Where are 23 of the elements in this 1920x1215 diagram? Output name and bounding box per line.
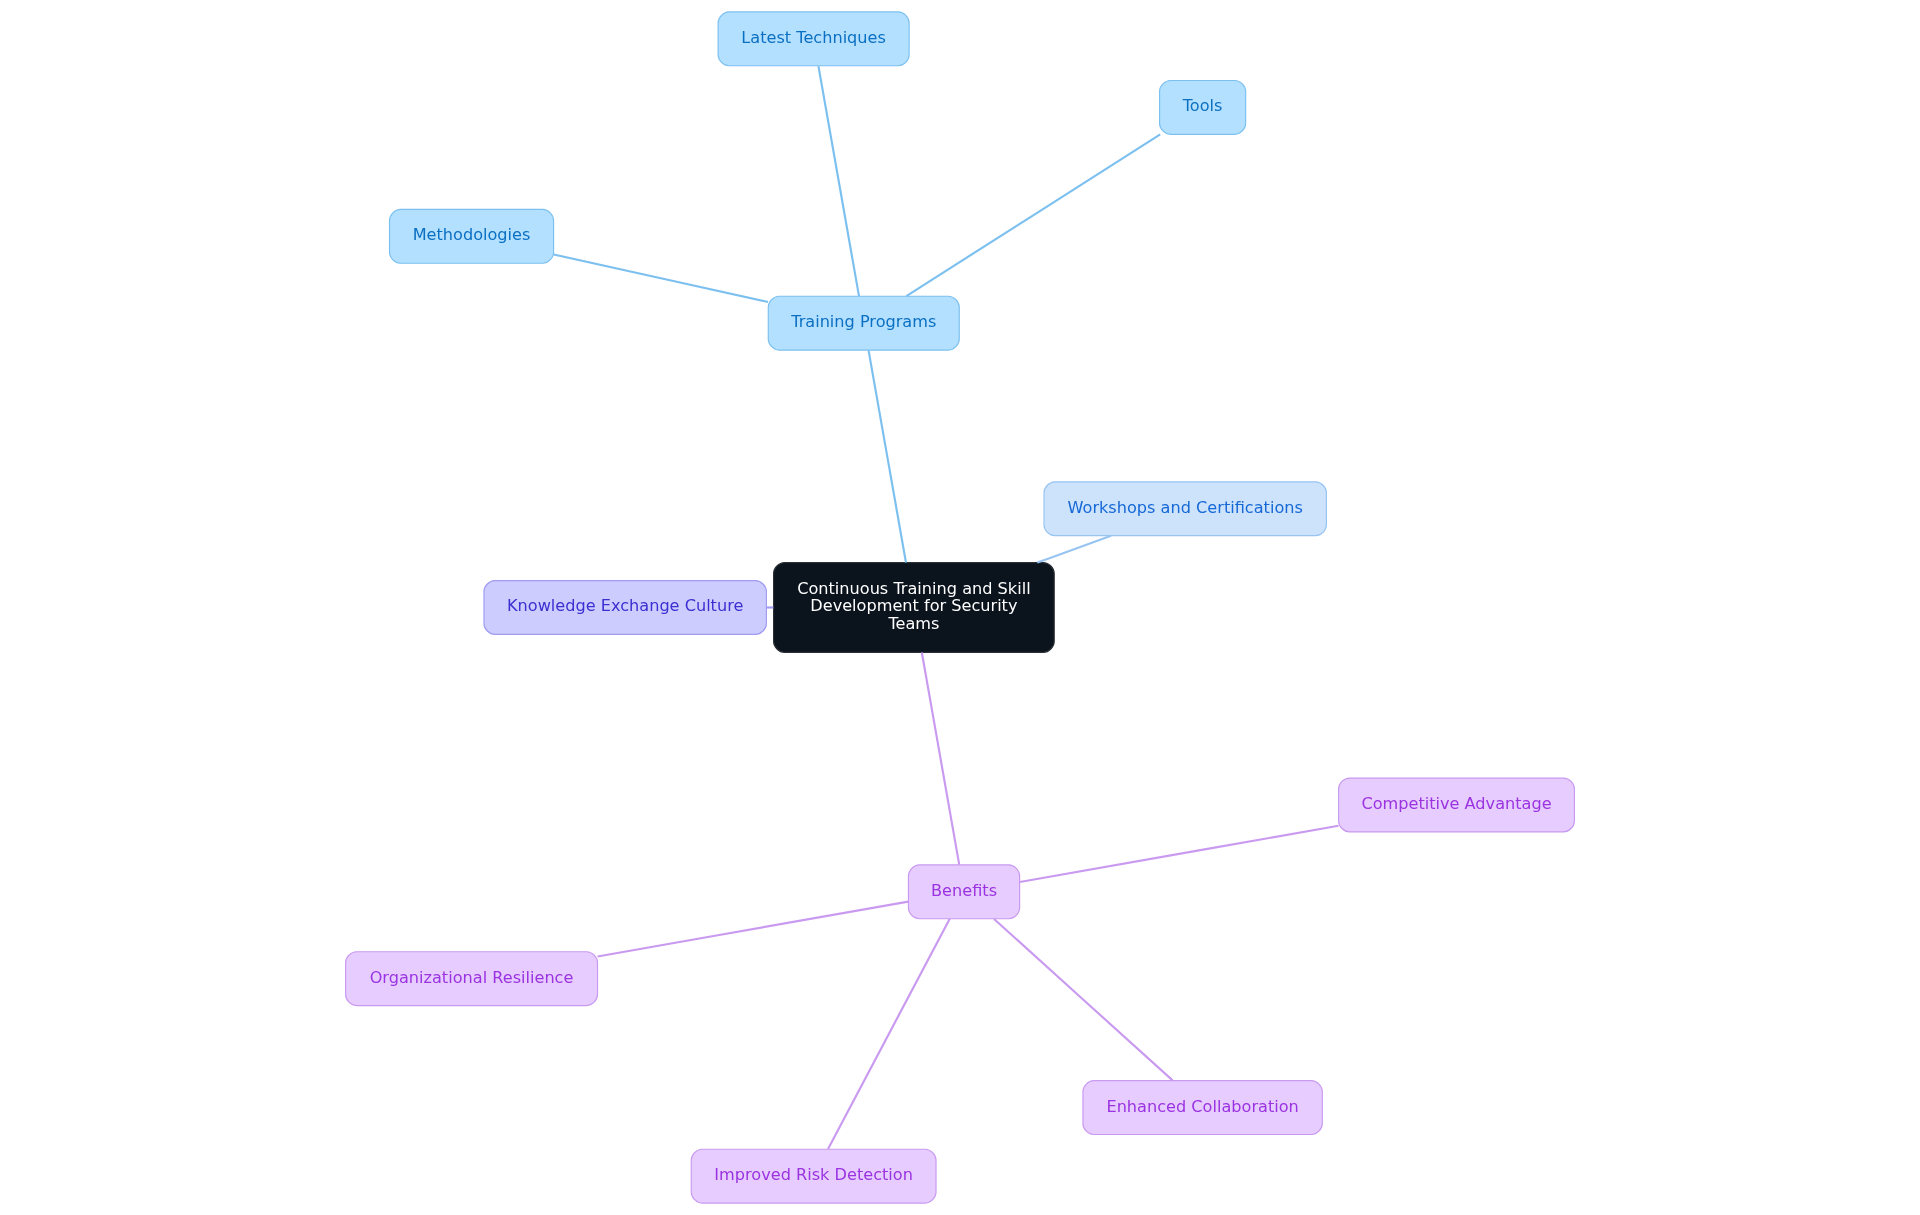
connector (905, 133, 1161, 297)
connector (920, 652, 961, 865)
node-box: Training Programs (767, 295, 960, 351)
node-box: Knowledge Exchange Culture (483, 580, 767, 635)
node-box: Continuous Training and Skill Development for Security Teams (773, 562, 1055, 653)
node-box: Latest Techniques (717, 11, 910, 67)
node-box: Enhanced Collaboration (1082, 1080, 1323, 1136)
connector (766, 606, 774, 609)
connector (867, 350, 907, 563)
node-box: Competitive Advantage (1338, 777, 1575, 833)
connector (827, 918, 951, 1150)
connector (817, 65, 861, 297)
node-box: Methodologies (388, 208, 555, 264)
node-box: Organizational Resilience (345, 951, 599, 1007)
connector (1036, 534, 1112, 564)
node-box: Benefits (907, 864, 1021, 920)
connector (553, 253, 769, 304)
connector (1019, 824, 1339, 884)
node-box: Workshops and Certifications (1043, 481, 1327, 537)
node-box: Tools (1159, 79, 1247, 135)
connector (993, 918, 1174, 1082)
connector (597, 900, 909, 958)
node-box: Improved Risk Detection (690, 1148, 937, 1204)
